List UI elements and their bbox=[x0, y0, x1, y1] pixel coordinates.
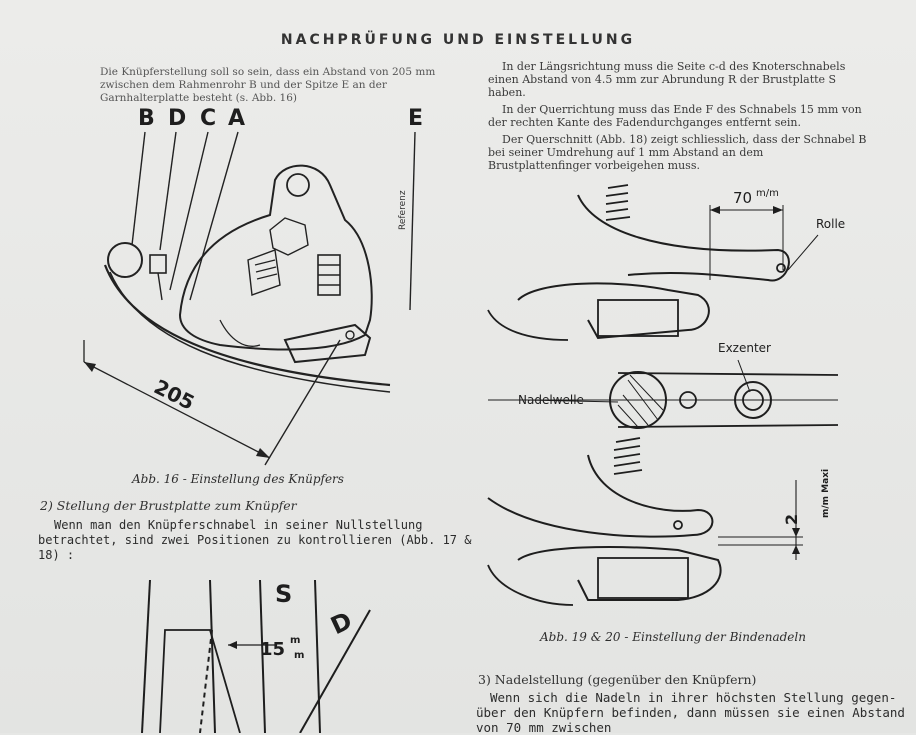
right-paragraph-3: Der Querschnitt (Abb. 18) zeigt schliess… bbox=[488, 133, 867, 172]
figure-17-breast-plate: S D 15 m m bbox=[141, 579, 371, 733]
fig16-label-c: C bbox=[200, 106, 216, 131]
section-2-line-2: betrachtet, sind zwei Positionen zu kont… bbox=[38, 533, 472, 547]
fig20-max-unit: m/m Maxi bbox=[821, 469, 831, 518]
section-3-heading: 3) Nadelstellung (gegenüber den Knüpfern… bbox=[478, 672, 757, 687]
fig16-label-e-text: E bbox=[408, 106, 423, 131]
left-intro-text: Die Knüpferstellung soll so sein, dass e… bbox=[100, 66, 436, 104]
page-header: NACHPRÜFUNG UND EINSTELLUNG bbox=[280, 32, 636, 48]
fig16-referenz-label: Referenz bbox=[398, 190, 408, 230]
fig17-label-s: S bbox=[275, 580, 292, 608]
fig17-label-d: D bbox=[326, 606, 356, 640]
right-paragraph-2: In der Querrichtung muss das Ende F des … bbox=[488, 103, 862, 129]
fig20-max-dimension: 2 bbox=[782, 514, 801, 525]
section-2-line-3: 18) : bbox=[38, 548, 75, 562]
fig19-caption: Abb. 19 & 20 - Einstellung der Bindenade… bbox=[540, 630, 806, 644]
section-3-line-3: von 70 mm zwischen bbox=[476, 720, 612, 735]
fig19-unit: m/m bbox=[756, 188, 779, 199]
section-2-line-1: Wenn man den Knüpferschnabel in seiner N… bbox=[54, 518, 423, 532]
fig17-unit-bottom: m bbox=[294, 650, 304, 661]
fig20-exzenter-label: Exzenter bbox=[718, 341, 771, 355]
fig19-rolle-label: Rolle bbox=[816, 217, 845, 231]
figure-16-knotter: B D C A E bbox=[83, 106, 423, 466]
right-paragraph-1: In der Längsrichtung muss die Seite c-d … bbox=[488, 60, 846, 99]
figure-19-20-needles: 70 m/m Rolle Exzenter Nadelwelle 2 m/m M… bbox=[487, 184, 845, 606]
fig16-label-b: B bbox=[138, 106, 155, 131]
fig20-nadelwelle-label: Nadelwelle bbox=[518, 393, 584, 407]
fig16-label-d: D bbox=[168, 106, 186, 131]
fig17-dimension-15: 15 bbox=[260, 639, 285, 660]
fig19-dimension-70: 70 bbox=[733, 189, 752, 207]
fig17-unit-top: m bbox=[290, 635, 300, 646]
section-3-line-1: Wenn sich die Nadeln in ihrer höchsten S… bbox=[490, 690, 897, 705]
section-2-heading: 2) Stellung der Brustplatte zum Knüpfer bbox=[40, 498, 297, 513]
right-column: In der Längsrichtung muss die Seite c-d … bbox=[488, 60, 868, 176]
fig16-caption: Abb. 16 - Einstellung des Knüpfers bbox=[132, 472, 344, 486]
fig16-label-a: A bbox=[228, 106, 245, 131]
section-3-line-2: über den Knüpfern befinden, dann müssen … bbox=[476, 705, 905, 720]
